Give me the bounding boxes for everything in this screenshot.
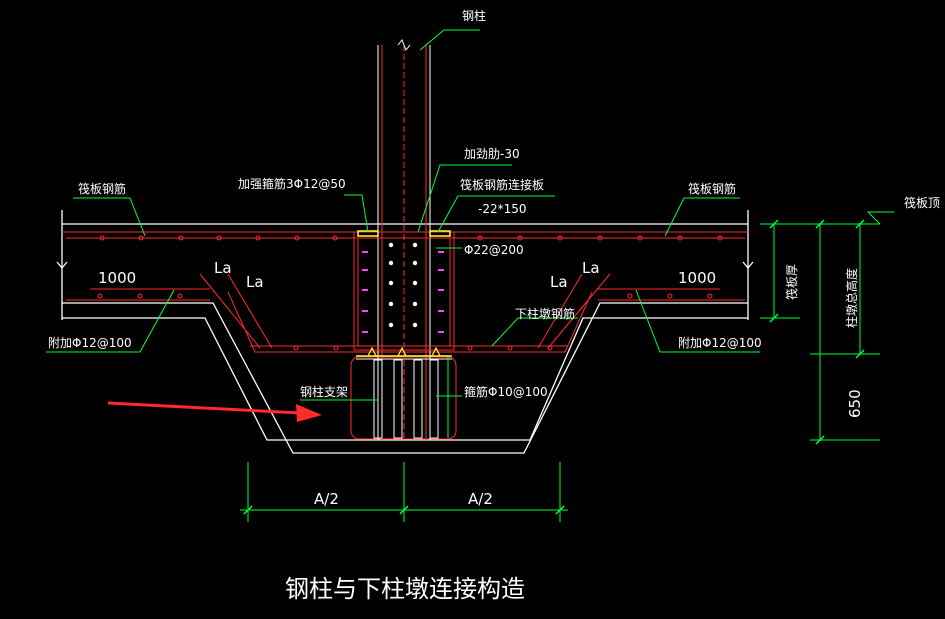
label-steel-column: 钢柱 [462, 8, 486, 23]
drawing-title: 钢柱与下柱墩连接构造 [285, 575, 525, 603]
label-raft-rebar-right: 筏板钢筋 [688, 181, 736, 196]
label-bolt: Φ22@200 [464, 243, 524, 257]
leader-lines [46, 29, 894, 522]
shear-studs [362, 251, 444, 333]
label-dim-650: 650 [846, 389, 864, 418]
label-dim-left: 1000 [98, 269, 136, 287]
dimension-ticks [243, 219, 865, 515]
label-stirrup: 箍筋Φ10@100 [464, 384, 548, 399]
label-la-left-2: La [246, 273, 264, 291]
label-pier-total-height: 柱墩总高度 [844, 268, 859, 328]
label-column-support: 钢柱支架 [300, 384, 348, 399]
label-la-right-1: La [582, 259, 600, 277]
label-half-a-right: A/2 [468, 490, 493, 508]
label-raft-top: 筏板顶 [904, 196, 940, 210]
label-stiffener: 加劲肋-30 [464, 146, 520, 161]
anchor-bolts [388, 242, 418, 328]
label-reinforced-stirrup: 加强箍筋3Φ12@50 [238, 176, 346, 191]
label-half-a-left: A/2 [314, 490, 339, 508]
foundation-outline [56, 210, 754, 454]
rebar-dots [97, 235, 723, 351]
label-dim-right: 1000 [678, 269, 716, 287]
label-extra-left: 附加Φ12@100 [48, 336, 132, 350]
label-la-left-1: La [214, 259, 232, 277]
label-pier-rebar: 下柱墩钢筋 [515, 306, 575, 321]
label-la-right-2: La [550, 273, 568, 291]
label-raft-thickness: 筏板厚 [785, 264, 799, 300]
label-plate-size: -22*150 [478, 202, 527, 216]
label-raft-connect-plate: 筏板钢筋连接板 [460, 177, 544, 192]
label-extra-right: 附加Φ12@100 [678, 336, 762, 350]
label-raft-rebar-left: 筏板钢筋 [78, 181, 126, 196]
steel-column [353, 39, 455, 440]
pier-inner-outline [62, 231, 748, 440]
pointer-arrow [107, 401, 322, 422]
raft-rebar [66, 237, 745, 349]
